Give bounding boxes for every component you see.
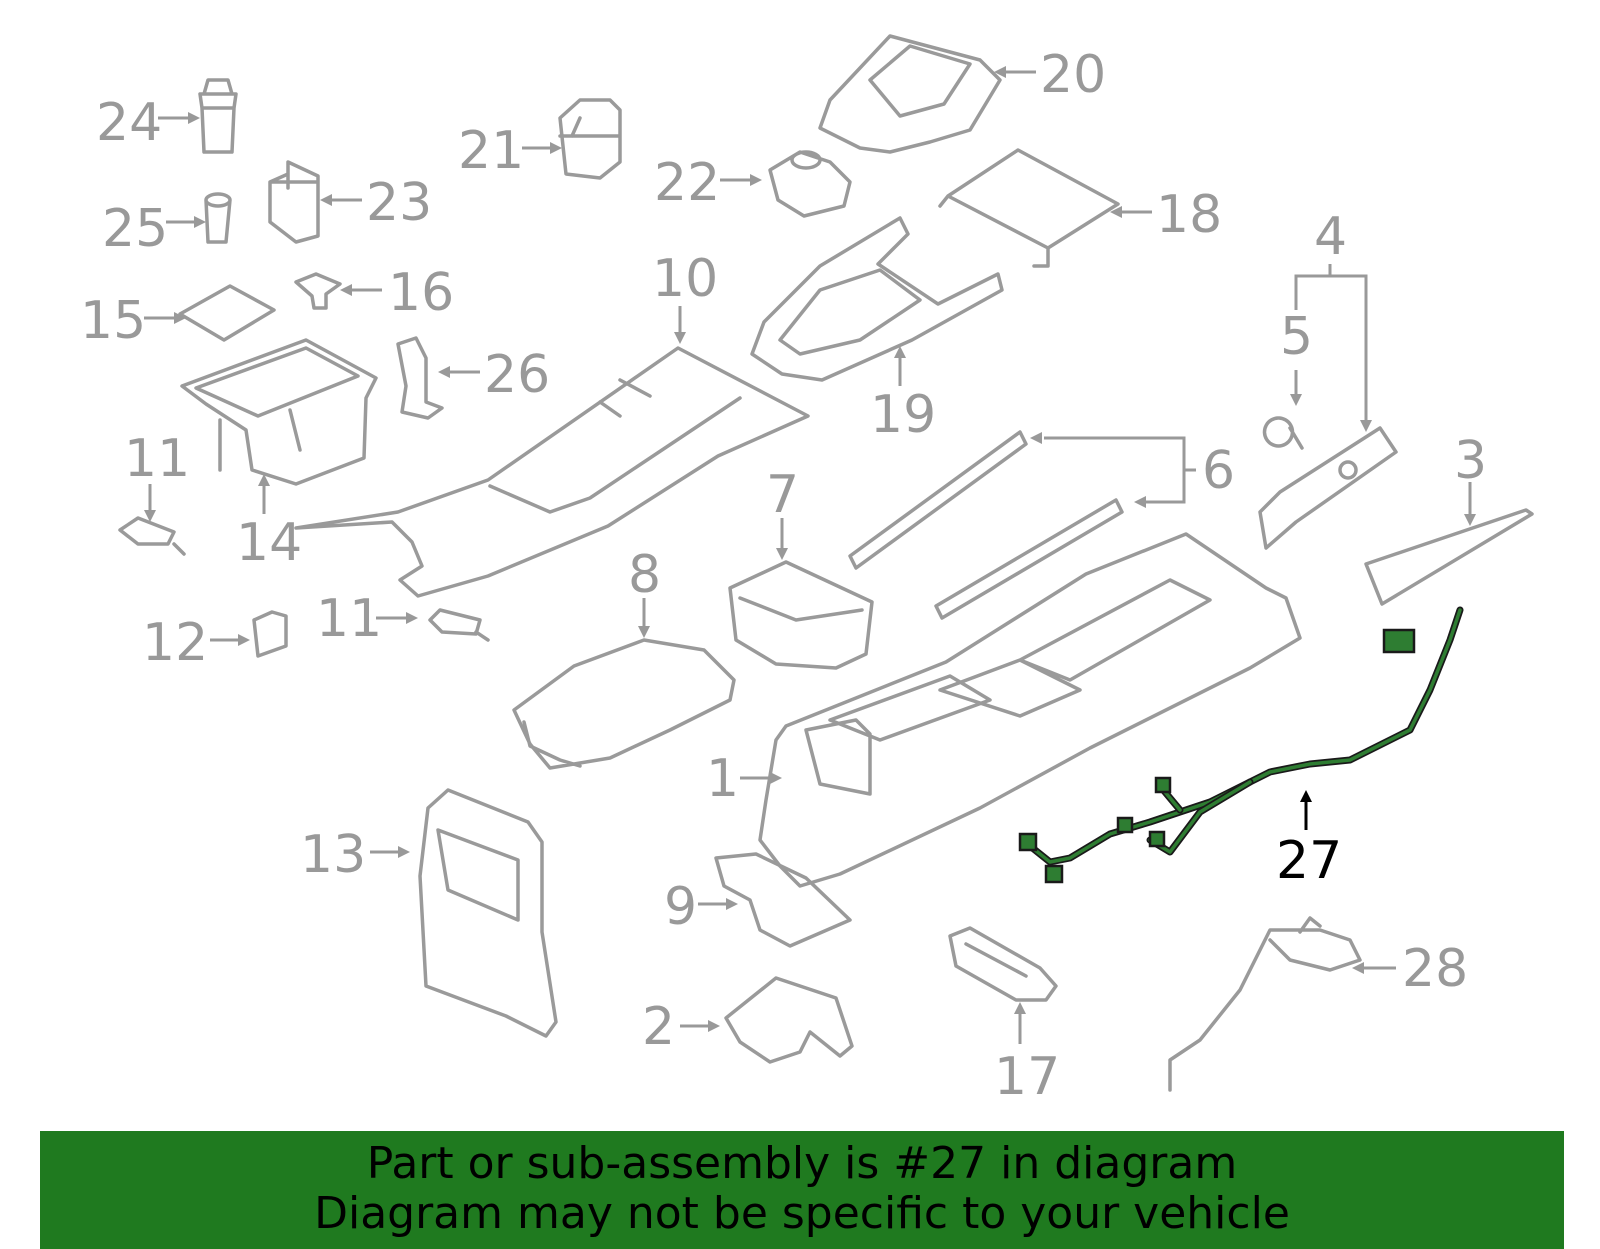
leader-arrows [144, 66, 1476, 1044]
callout-10: 10 [652, 249, 718, 309]
callout-13: 13 [300, 825, 366, 885]
part-18[interactable] [938, 148, 1120, 268]
part-12[interactable] [252, 610, 288, 658]
part-28[interactable] [1168, 916, 1362, 1092]
callout-4: 4 [1314, 207, 1347, 267]
part-8[interactable] [512, 638, 736, 770]
connector-d [1148, 830, 1166, 848]
connector-e [1154, 776, 1172, 794]
callout-1: 1 [706, 749, 739, 809]
part-11a[interactable] [118, 516, 186, 556]
connector-b [1044, 864, 1064, 884]
callout-15: 15 [80, 291, 146, 351]
callout-14: 14 [236, 513, 302, 573]
part-15[interactable] [178, 284, 276, 342]
callout-21: 21 [458, 121, 524, 181]
callout-12: 12 [142, 613, 208, 673]
callout-18: 18 [1156, 185, 1222, 245]
callout-11b: 11 [316, 589, 382, 649]
part-25[interactable] [204, 192, 232, 244]
connector-a [1018, 832, 1038, 852]
callout-24: 24 [96, 93, 162, 153]
banner-line-2: Diagram may not be specific to your vehi… [314, 1188, 1290, 1239]
info-banner: Part or sub-assembly is #27 in diagram D… [40, 1131, 1564, 1249]
part-1[interactable] [758, 532, 1302, 888]
callout-labels: 24 25 23 21 22 20 18 15 16 26 10 19 11 1… [80, 45, 1487, 1107]
part-20[interactable] [818, 34, 1002, 154]
callout-23: 23 [366, 173, 432, 233]
part-9[interactable] [714, 852, 852, 948]
callout-3: 3 [1454, 431, 1487, 491]
part-11b[interactable] [428, 608, 490, 642]
callout-26: 26 [484, 345, 550, 405]
callout-5: 5 [1280, 307, 1313, 367]
callout-11a: 11 [124, 429, 190, 489]
callout-22: 22 [654, 153, 720, 213]
part-10[interactable] [294, 346, 810, 598]
callout-6: 6 [1202, 441, 1235, 501]
callout-17: 17 [994, 1047, 1060, 1107]
part-26[interactable] [396, 336, 444, 420]
part-14[interactable] [180, 338, 378, 486]
part-6[interactable] [848, 430, 1124, 620]
part-3[interactable] [1364, 508, 1534, 606]
callout-25: 25 [102, 199, 168, 259]
callout-27: 27 [1276, 831, 1342, 891]
callout-19: 19 [870, 385, 936, 445]
part-24[interactable] [198, 78, 238, 154]
callout-7: 7 [766, 465, 799, 525]
part-2[interactable] [724, 976, 854, 1064]
part-21[interactable] [558, 98, 622, 180]
callout-28: 28 [1402, 939, 1468, 999]
callout-2: 2 [642, 997, 675, 1057]
part-13[interactable] [418, 788, 558, 1038]
part-27-wire-harness[interactable] [1018, 606, 1464, 884]
callout-9: 9 [664, 877, 697, 937]
callout-20: 20 [1040, 45, 1106, 105]
part-5[interactable] [1262, 416, 1304, 450]
part-4[interactable] [1258, 426, 1398, 550]
banner-line-1: Part or sub-assembly is #27 in diagram [366, 1138, 1238, 1189]
part-23[interactable] [268, 160, 320, 244]
part-22[interactable] [768, 150, 852, 218]
connector-main [1382, 628, 1416, 654]
part-17[interactable] [948, 926, 1058, 1002]
callout-8: 8 [628, 545, 661, 605]
part-16[interactable] [294, 272, 342, 310]
parts-diagram: 24 25 23 21 22 20 18 15 16 26 10 19 11 1… [80, 34, 1534, 1107]
part-7[interactable] [728, 560, 874, 670]
part-19[interactable] [750, 216, 1004, 382]
callout-16: 16 [388, 263, 454, 323]
connector-c [1116, 816, 1134, 834]
